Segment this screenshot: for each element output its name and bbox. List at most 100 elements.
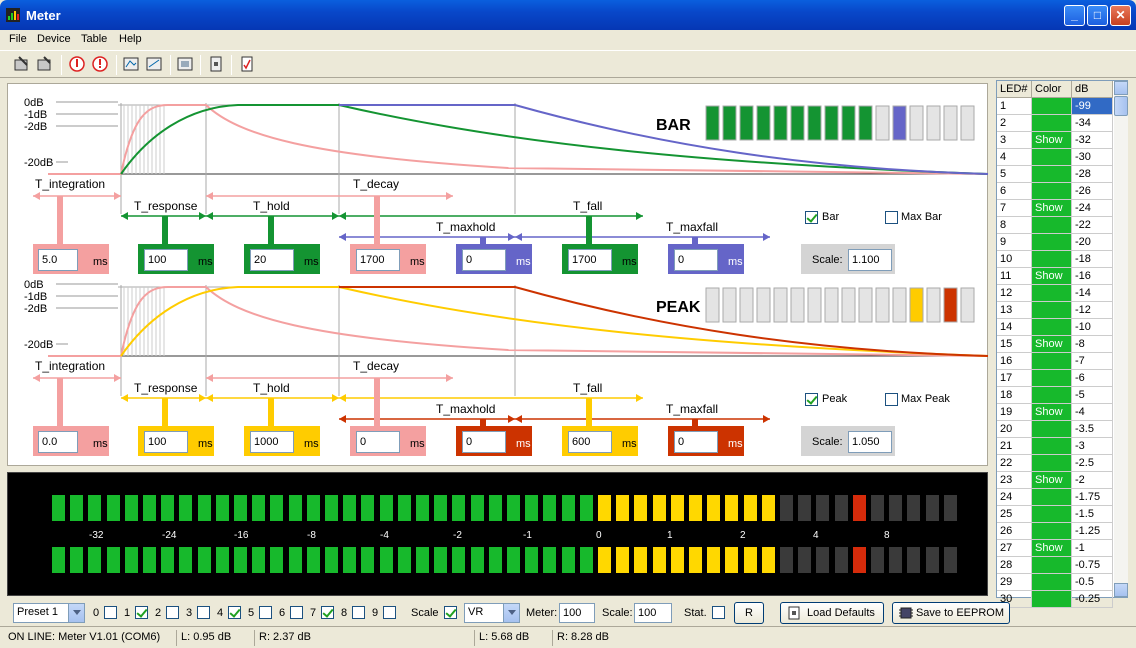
db-cell[interactable]: -32 [1072,132,1113,149]
bar-hold-input[interactable]: 20 [250,249,294,271]
db-cell[interactable]: -20 [1072,234,1113,251]
save-to-eeprom-button[interactable]: Save to EEPROM [892,602,1010,624]
channel-checkbox[interactable] [104,606,117,619]
led-number-cell[interactable]: 28 [997,557,1032,574]
color-cell[interactable] [1032,370,1072,387]
connect-icon[interactable] [13,55,31,73]
color-cell[interactable]: Show [1032,472,1072,489]
led-number-cell[interactable]: 24 [997,489,1032,506]
db-cell[interactable]: -26 [1072,183,1113,200]
bar-maxfall-input[interactable]: 0 [674,249,718,271]
color-cell[interactable] [1032,557,1072,574]
color-cell[interactable] [1032,455,1072,472]
table-row[interactable]: 1 -99 [997,98,1113,115]
write-icon[interactable] [145,55,163,73]
db-cell[interactable]: -99 [1072,98,1113,115]
max-peak-checkbox[interactable] [885,393,898,406]
preset-select[interactable]: Preset 1 [13,603,85,623]
color-cell[interactable] [1032,506,1072,523]
led-number-cell[interactable]: 27 [997,540,1032,557]
col-db[interactable]: dB [1072,81,1113,98]
db-cell[interactable]: -28 [1072,166,1113,183]
scroll-thumb[interactable] [1114,96,1128,116]
led-number-cell[interactable]: 29 [997,574,1032,591]
color-cell[interactable] [1032,285,1072,302]
db-cell[interactable]: -3 [1072,438,1113,455]
db-cell[interactable]: -0.25 [1072,591,1113,608]
bar-scale-input[interactable]: 1.100 [848,249,892,271]
bar-maxhold-input[interactable]: 0 [462,249,506,271]
channel-checkbox[interactable] [135,606,148,619]
color-cell[interactable] [1032,489,1072,506]
menu-file[interactable]: File [9,33,27,45]
color-cell[interactable] [1032,421,1072,438]
db-cell[interactable]: -14 [1072,285,1113,302]
led-number-cell[interactable]: 1 [997,98,1032,115]
channel-checkbox[interactable] [259,606,272,619]
db-cell[interactable]: -0.75 [1072,557,1113,574]
peak-maxfall-input[interactable]: 0 [674,431,718,453]
led-number-cell[interactable]: 4 [997,149,1032,166]
color-cell[interactable] [1032,319,1072,336]
table-scrollbar[interactable] [1114,81,1128,597]
report-icon[interactable] [238,55,256,73]
table-row[interactable]: 21 -3 [997,438,1113,455]
led-number-cell[interactable]: 5 [997,166,1032,183]
led-number-cell[interactable]: 2 [997,115,1032,132]
color-cell[interactable] [1032,166,1072,183]
db-cell[interactable]: -12 [1072,302,1113,319]
title-bar[interactable]: Meter _ □ ✕ [0,0,1136,30]
peak-checkbox[interactable] [805,393,818,406]
channel-checkbox[interactable] [166,606,179,619]
led-number-cell[interactable]: 25 [997,506,1032,523]
table-row[interactable]: 12-14 [997,285,1113,302]
channel-checkbox[interactable] [228,606,241,619]
led-number-cell[interactable]: 13 [997,302,1032,319]
table-row[interactable]: 24-1.75 [997,489,1113,506]
bar-fall-input[interactable]: 1700 [568,249,612,271]
table-row[interactable]: 4-30 [997,149,1113,166]
stop-icon[interactable] [68,55,86,73]
db-cell[interactable]: -8 [1072,336,1113,353]
table-row[interactable]: 13 -12 [997,302,1113,319]
col-color[interactable]: Color [1032,81,1072,98]
table-row[interactable]: 16-7 [997,353,1113,370]
led-number-cell[interactable]: 26 [997,523,1032,540]
table-row[interactable]: 28 -0.75 [997,557,1113,574]
peak-hold-input[interactable]: 1000 [250,431,294,453]
menu-device[interactable]: Device [37,33,71,45]
col-led-number[interactable]: LED# [997,81,1032,98]
led-number-cell[interactable]: 10 [997,251,1032,268]
peak-scale-input[interactable]: 1.050 [848,431,892,453]
disconnect-icon[interactable] [36,55,54,73]
color-cell[interactable] [1032,591,1072,608]
close-button[interactable]: ✕ [1110,5,1131,26]
table-row[interactable]: 25-1.5 [997,506,1113,523]
color-cell[interactable]: Show [1032,268,1072,285]
scale-checkbox[interactable] [444,606,457,619]
peak-integration-input[interactable]: 0.0 [38,431,78,453]
db-cell[interactable]: -1 [1072,540,1113,557]
color-cell[interactable]: Show [1032,404,1072,421]
db-cell[interactable]: -7 [1072,353,1113,370]
table-row[interactable]: 22-2.5 [997,455,1113,472]
table-row[interactable]: 18-5 [997,387,1113,404]
scroll-down-icon[interactable] [1114,583,1128,597]
led-number-cell[interactable]: 21 [997,438,1032,455]
table-row[interactable]: 10-18 [997,251,1113,268]
db-cell[interactable]: -16 [1072,268,1113,285]
color-cell[interactable]: Show [1032,336,1072,353]
db-cell[interactable]: -4 [1072,404,1113,421]
scroll-up-icon[interactable] [1114,81,1128,95]
color-cell[interactable] [1032,251,1072,268]
color-cell[interactable] [1032,387,1072,404]
color-cell[interactable] [1032,183,1072,200]
max-bar-checkbox[interactable] [885,211,898,224]
color-cell[interactable]: Show [1032,200,1072,217]
peak-response-input[interactable]: 100 [144,431,188,453]
minimize-button[interactable]: _ [1064,5,1085,26]
led-number-cell[interactable]: 18 [997,387,1032,404]
